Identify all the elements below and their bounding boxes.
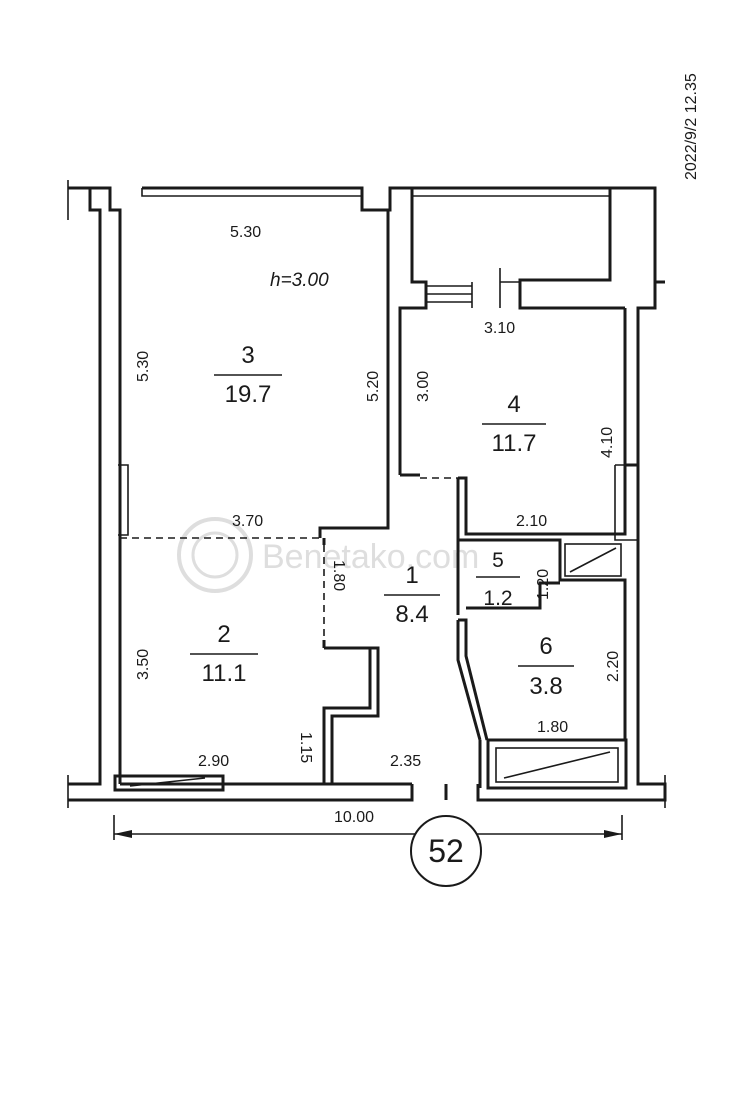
dim-room6-right: 2.20 bbox=[605, 651, 622, 682]
fixtures bbox=[113, 543, 628, 792]
watermark-logo-icon bbox=[177, 517, 253, 593]
dim-room4-bottom: 2.10 bbox=[516, 513, 547, 530]
dim-room4-left: 3.00 bbox=[415, 371, 432, 402]
dim-room3-bottom: 3.70 bbox=[232, 513, 263, 530]
room-1-label: 1 8.4 bbox=[384, 562, 440, 628]
room-area: 8.4 bbox=[395, 601, 428, 628]
room-6-label: 6 3.8 bbox=[518, 633, 574, 700]
room-area: 11.1 bbox=[202, 660, 247, 687]
dim-room1-bottom: 2.35 bbox=[390, 753, 421, 770]
apartment-number: 52 bbox=[428, 833, 464, 869]
room-area: 3.8 bbox=[529, 673, 562, 700]
dim-room6-bottom: 1.80 bbox=[537, 719, 568, 736]
windows bbox=[118, 268, 639, 541]
dim-room5-side: 1.20 bbox=[535, 569, 552, 600]
apartment-number-marker: 52 bbox=[410, 815, 482, 887]
ceiling-height: h=3.00 bbox=[270, 270, 329, 291]
dim-room3-right: 5.20 bbox=[365, 371, 382, 402]
room-area: 1.2 bbox=[483, 587, 512, 610]
dim-room3-left: 5.30 bbox=[135, 351, 152, 382]
interior-walls bbox=[120, 210, 627, 788]
overall-width-label: 10.00 bbox=[334, 809, 374, 826]
room-3-label: 3 19.7 bbox=[214, 342, 282, 408]
room-4-label: 4 11.7 bbox=[482, 391, 546, 457]
dim-room3-top: 5.30 bbox=[230, 224, 261, 241]
overall-dimension: 10.00 bbox=[113, 809, 623, 840]
timestamp: 2022/9/2 12.35 bbox=[683, 73, 700, 180]
room-number: 6 bbox=[539, 633, 552, 660]
room-area: 19.7 bbox=[225, 381, 272, 408]
exterior-walls bbox=[67, 180, 667, 808]
room-number: 3 bbox=[241, 342, 254, 369]
room-2-label: 2 11.1 bbox=[190, 621, 258, 687]
room-number: 1 bbox=[405, 562, 418, 589]
room-number: 4 bbox=[507, 391, 520, 418]
dim-room1-left: 1.80 bbox=[330, 560, 347, 591]
dim-room1-niche: 1.15 bbox=[297, 732, 314, 763]
dimension-labels: 5.30 5.30 5.20 3.70 3.10 3.00 4.10 2.10 … bbox=[135, 224, 622, 770]
room-number: 2 bbox=[217, 621, 230, 648]
watermark: Benetako.com bbox=[177, 517, 479, 593]
dim-room2-bottom: 2.90 bbox=[198, 753, 229, 770]
dim-room4-right: 4.10 bbox=[599, 427, 616, 458]
room-area: 11.7 bbox=[492, 430, 537, 457]
room-number: 5 bbox=[492, 549, 504, 572]
dim-room2-left: 3.50 bbox=[135, 649, 152, 680]
dim-room4-top: 3.10 bbox=[484, 320, 515, 337]
watermark-text: Benetako.com bbox=[262, 538, 479, 576]
room-5-label: 5 1.2 bbox=[476, 549, 520, 610]
